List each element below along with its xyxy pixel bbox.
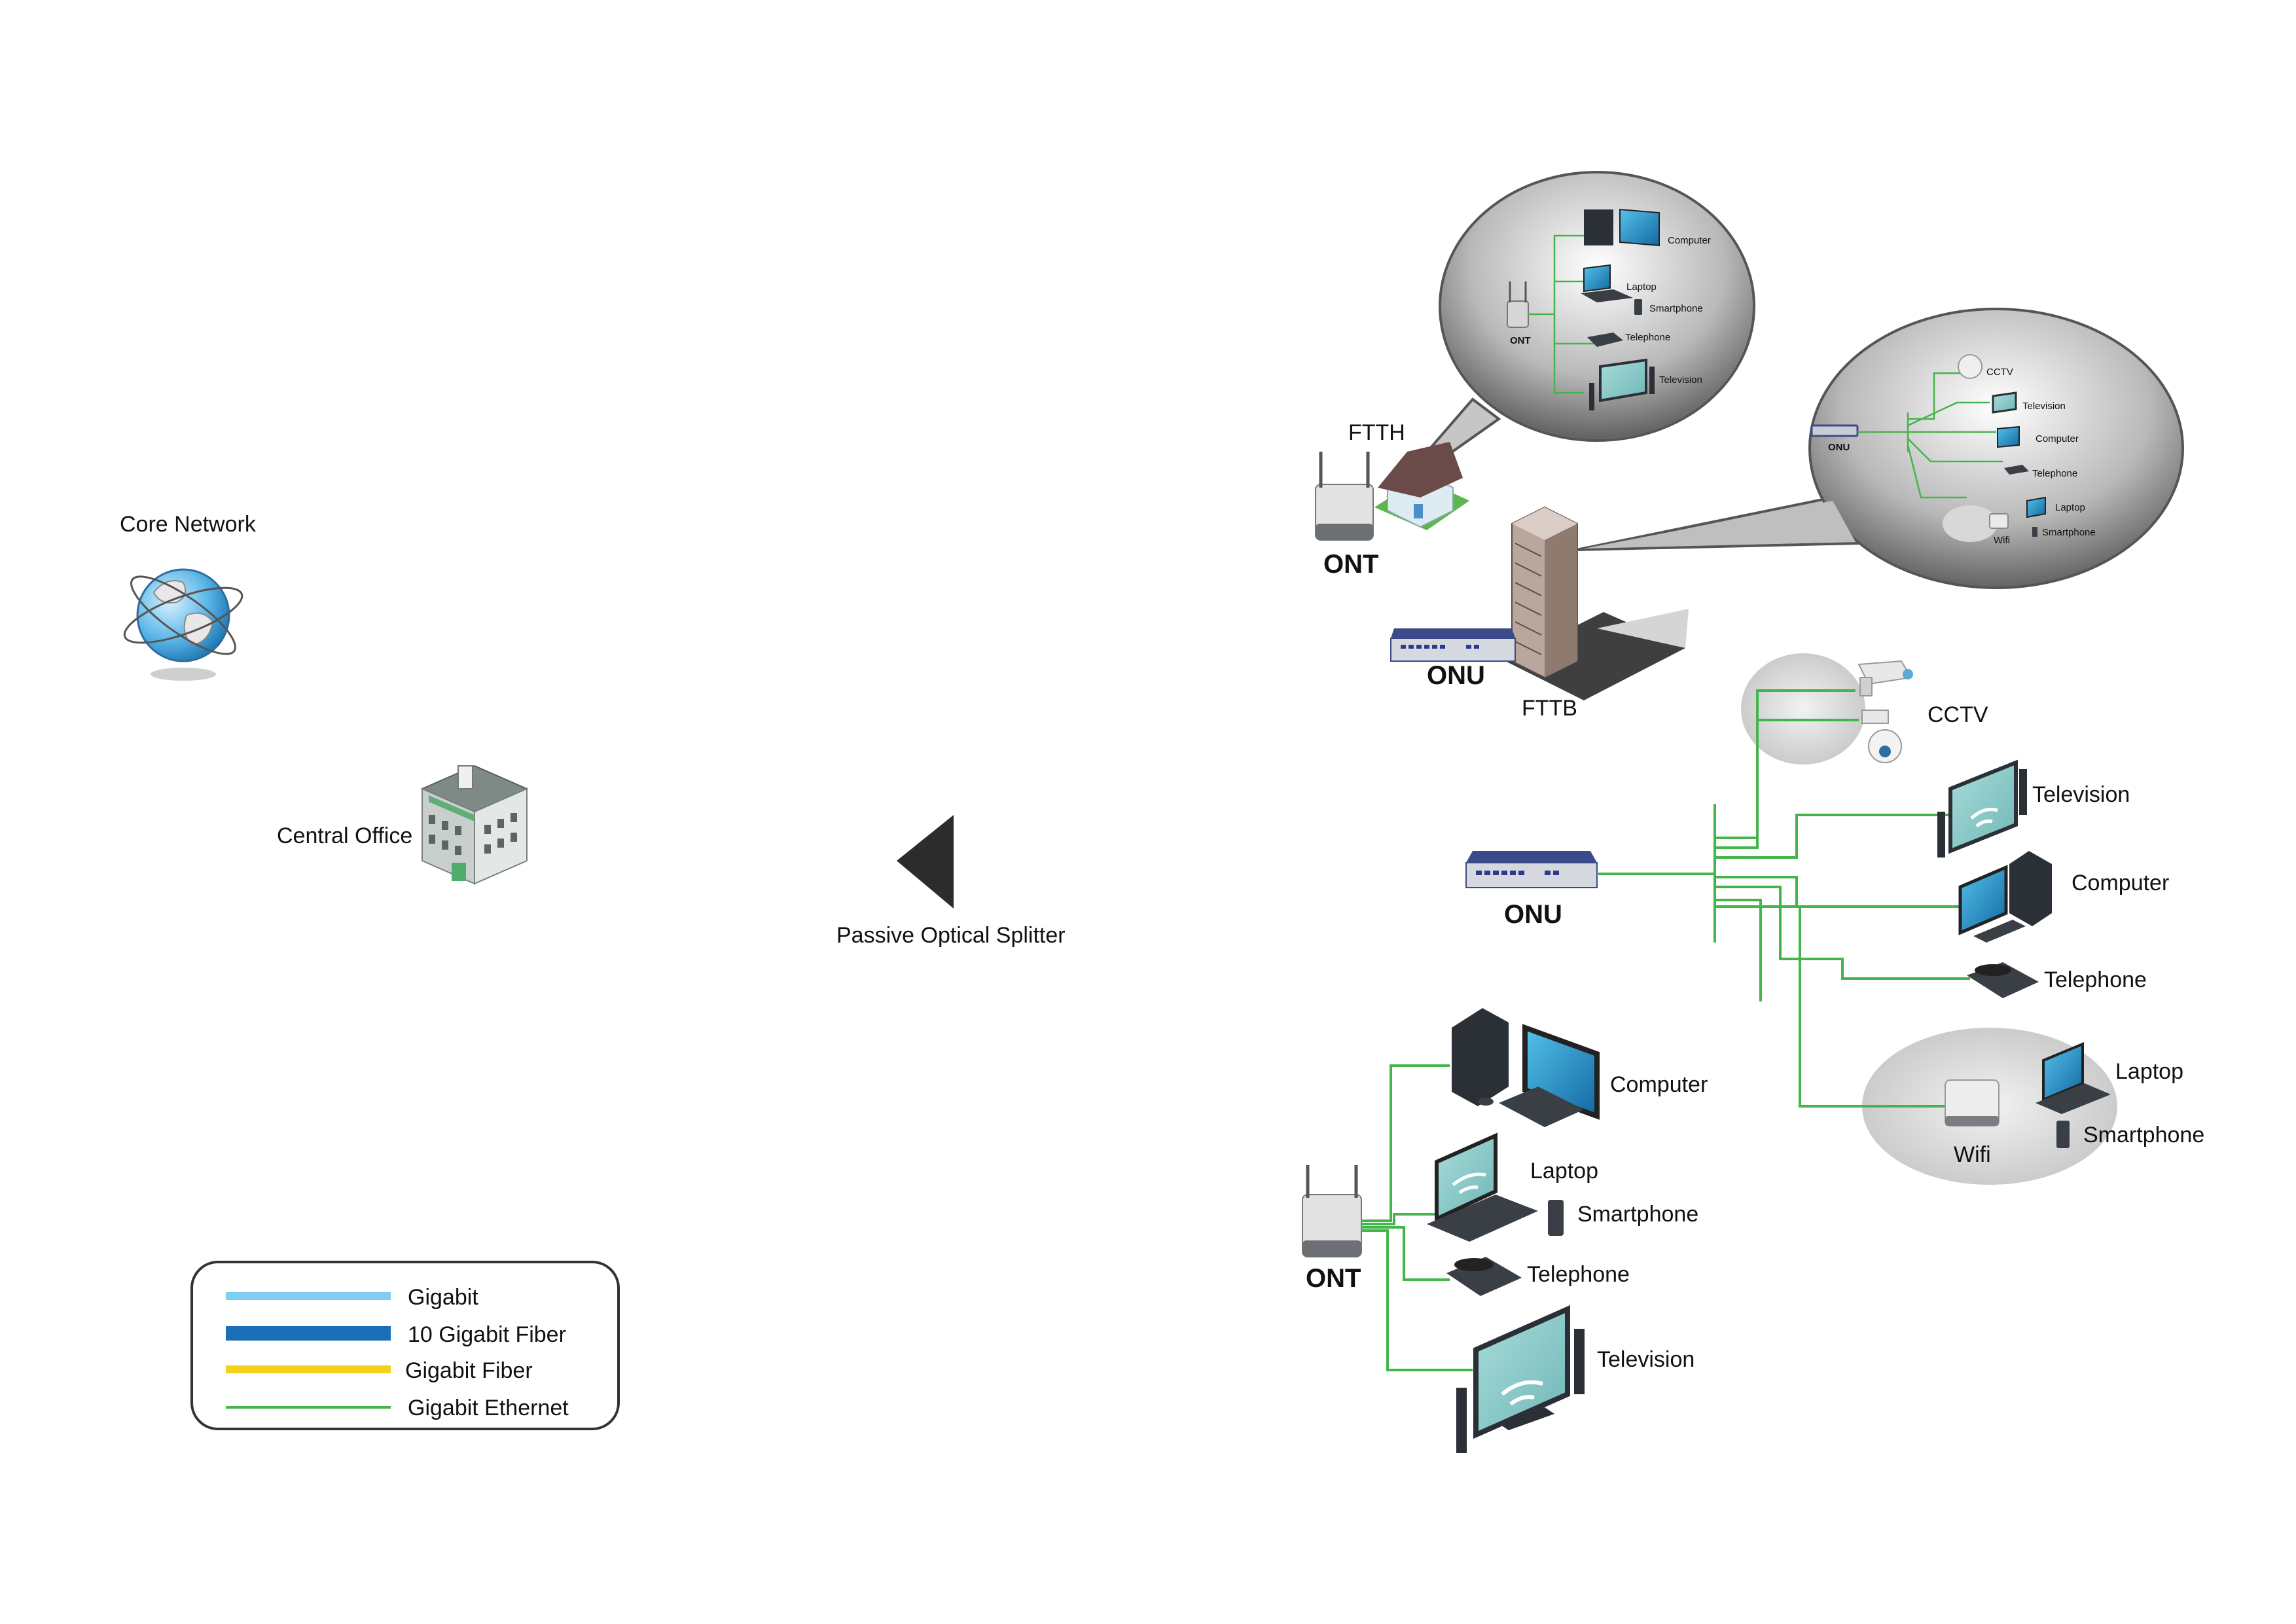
fttb-section: ONU CCTV Television Computer Telephone L… [1390,308,2184,721]
fttb-bubble-wifi-label: Wifi [1994,535,2010,546]
house-icon [1374,442,1469,530]
ftth-label: FTTH [1348,420,1405,445]
ont-branch-telephone-label: Telephone [1527,1262,1630,1287]
fttb-bubble-television-label: Television [2022,401,2066,412]
telephone-icon [1967,962,2039,998]
central-office: Central Office [277,765,529,885]
legend-label-gigabit-ethernet: Gigabit Ethernet [408,1396,569,1420]
fttb-bubble-laptop-label: Laptop [2055,502,2085,513]
cctv-group-oval [1741,653,1865,765]
ont-router-icon [1315,452,1374,541]
wifi-router-icon [1989,513,2009,529]
smartphone-icon [2032,527,2037,537]
laptop-icon [2026,496,2046,518]
onu-branch-cctv-label: CCTV [1928,702,1988,727]
dome-camera-icon [1861,710,1902,763]
fttb-bubble-computer-label: Computer [2036,433,2079,444]
ftth-bubble-smartphone-label: Smartphone [1649,303,1703,314]
legend-label-gigabit-fiber: Gigabit Fiber [405,1358,533,1383]
onu-switch-icon [1465,851,1598,888]
onu-branch-telephone-label: Telephone [2044,967,2147,992]
splitter-icon [897,815,954,909]
ont-branch-computer-label: Computer [1610,1072,1708,1097]
legend: Gigabit 10 Gigabit Fiber Gigabit Fiber G… [190,1261,620,1430]
passive-optical-splitter: Passive Optical Splitter [836,815,1066,948]
computer-icon [1997,425,2020,448]
ont-branch: ONT Computer Laptop Smartphone Telephone [1302,1008,1708,1453]
ftth-ont-label: ONT [1323,550,1378,579]
ont-branch-smartphone-label: Smartphone [1577,1202,1698,1227]
switch-icon [1810,424,1859,437]
laptop-icon [1427,1132,1538,1242]
fttb-label: FTTB [1522,696,1577,721]
ftth-bubble-ont-label: ONT [1510,335,1531,346]
ftth-section: ONT Computer Laptop Smartphone Telephone [1315,171,1755,579]
onu-branch-computer-label: Computer [2072,871,2169,895]
ont-router-icon [1302,1165,1362,1257]
onu-switch-icon [1390,628,1516,662]
splitter-label: Passive Optical Splitter [836,923,1066,948]
core-network: Core Network [120,512,257,681]
onu-branch-laptop-label: Laptop [2115,1059,2183,1084]
router-icon [1507,281,1529,328]
ont-branch-television-label: Television [1597,1347,1695,1372]
onu-branch-television-label: Television [2032,782,2130,807]
fttb-bubble-smartphone-label: Smartphone [2042,527,2096,538]
legend-label-gigabit: Gigabit [408,1285,478,1310]
ftth-bubble-computer-label: Computer [1668,235,1711,246]
fttb-onu-label: ONU [1427,661,1485,690]
computer-icon [1958,851,2052,943]
laptop-icon [1581,264,1633,302]
ont-branch-ont-label: ONT [1306,1264,1361,1293]
television-icon [1992,391,2017,414]
cctv-camera-icon [1857,660,1913,696]
smartphone-icon [1548,1200,1564,1236]
television-icon [1456,1305,1585,1453]
telephone-icon [1587,333,1623,347]
onu-branch-wifi-label: Wifi [1954,1142,1991,1167]
telephone-icon [2004,465,2029,475]
cctv-icon [1958,354,1982,379]
onu-branch-smartphone-label: Smartphone [2083,1123,2204,1147]
onu-branch-onu-label: ONU [1504,900,1562,929]
television-icon [1589,358,1655,410]
telephone-icon [1446,1257,1522,1296]
ftth-bubble-laptop-label: Laptop [1626,281,1657,293]
television-icon [1937,759,2027,857]
building-icon [420,765,529,885]
fttb-bubble-telephone-label: Telephone [2032,468,2077,479]
fttb-bubble-cctv-label: CCTV [1986,367,2013,378]
core-network-label: Core Network [120,512,257,537]
ftth-bubble: ONT Computer Laptop Smartphone Telephone [1386,171,1755,499]
fttb-bubble: ONU CCTV Television Computer Telephone L… [1575,308,2184,589]
laptop-icon [2036,1042,2111,1114]
ont-branch-laptop-label: Laptop [1530,1159,1598,1183]
wifi-router-icon [1945,1079,2000,1127]
onu-branch: ONU CCTV Television Computer [1465,653,2204,1185]
ftth-bubble-television-label: Television [1659,374,1702,386]
legend-label-10-gigabit-fiber: 10 Gigabit Fiber [408,1322,566,1347]
globe-icon [123,568,243,681]
central-office-label: Central Office [277,823,412,848]
fttb-bubble-onu-label: ONU [1828,442,1850,453]
legend-box [190,1261,620,1430]
computer-icon [1452,1008,1600,1127]
smartphone-icon [1634,299,1642,315]
ftth-bubble-telephone-label: Telephone [1625,332,1670,343]
computer-icon [1584,208,1660,247]
smartphone-icon [2056,1121,2070,1148]
